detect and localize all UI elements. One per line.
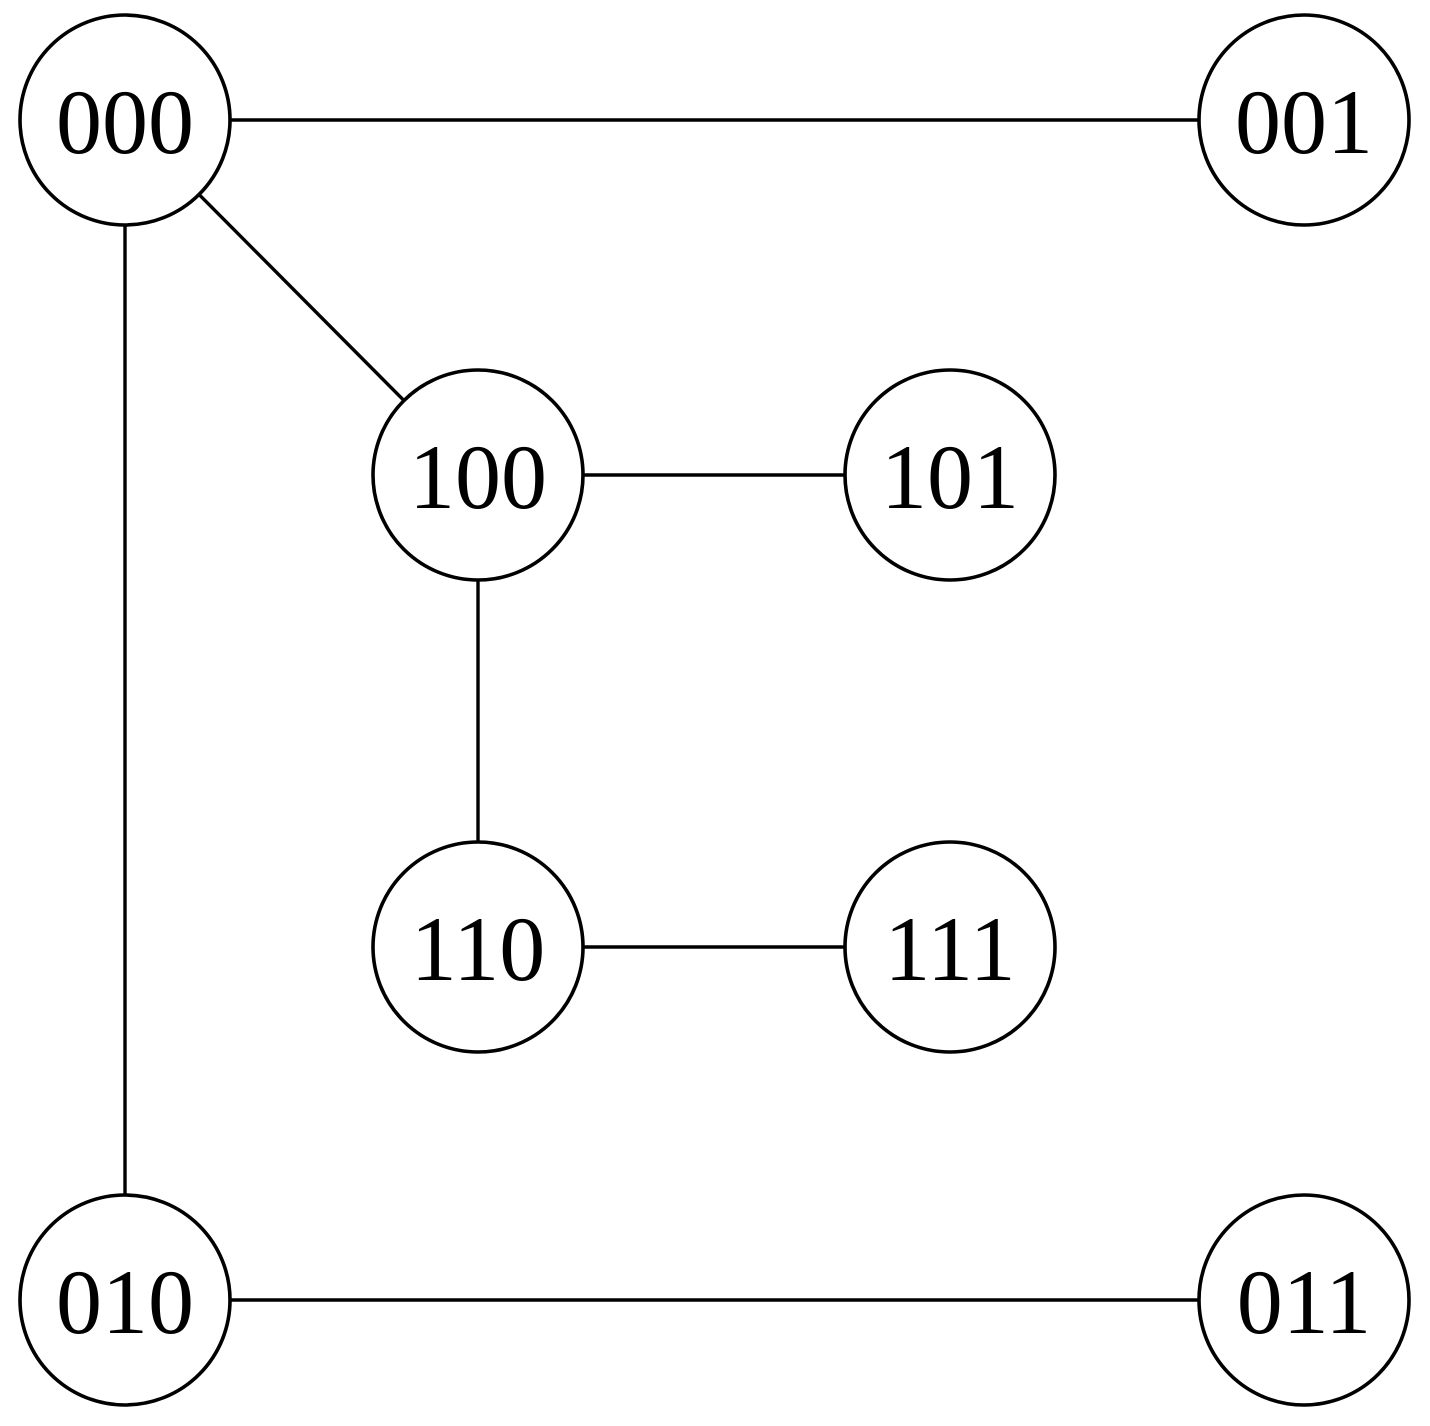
node-layer: 000 001 100 101 110 111 010 011 bbox=[18, 13, 1411, 1407]
node-circle-110 bbox=[371, 840, 585, 1054]
node-circle-101 bbox=[843, 368, 1057, 582]
graph-node-111[interactable]: 111 bbox=[843, 840, 1057, 1054]
graph-node-110[interactable]: 110 bbox=[371, 840, 585, 1054]
graph-edge-000-100 bbox=[196, 191, 407, 404]
graph-node-011[interactable]: 011 bbox=[1197, 1193, 1411, 1407]
edge-layer bbox=[123, 118, 1201, 1302]
graph-node-000[interactable]: 000 bbox=[18, 13, 232, 227]
node-label-001: 001 bbox=[1235, 71, 1373, 173]
node-label-011: 011 bbox=[1237, 1251, 1372, 1353]
node-circle-111 bbox=[843, 840, 1057, 1054]
node-circle-100 bbox=[371, 368, 585, 582]
node-label-101: 101 bbox=[881, 426, 1019, 528]
node-label-010: 010 bbox=[56, 1251, 194, 1353]
node-label-000: 000 bbox=[56, 71, 194, 173]
node-circle-000 bbox=[18, 13, 232, 227]
graph-node-010[interactable]: 010 bbox=[18, 1193, 232, 1407]
graph-node-001[interactable]: 001 bbox=[1197, 13, 1411, 227]
graph-node-101[interactable]: 101 bbox=[843, 368, 1057, 582]
node-circle-001 bbox=[1197, 13, 1411, 227]
node-circle-010 bbox=[18, 1193, 232, 1407]
node-label-110: 110 bbox=[411, 898, 546, 1000]
node-circle-011 bbox=[1197, 1193, 1411, 1407]
graph-node-100[interactable]: 100 bbox=[371, 368, 585, 582]
node-label-111: 111 bbox=[884, 898, 1015, 1000]
node-label-100: 100 bbox=[409, 426, 547, 528]
